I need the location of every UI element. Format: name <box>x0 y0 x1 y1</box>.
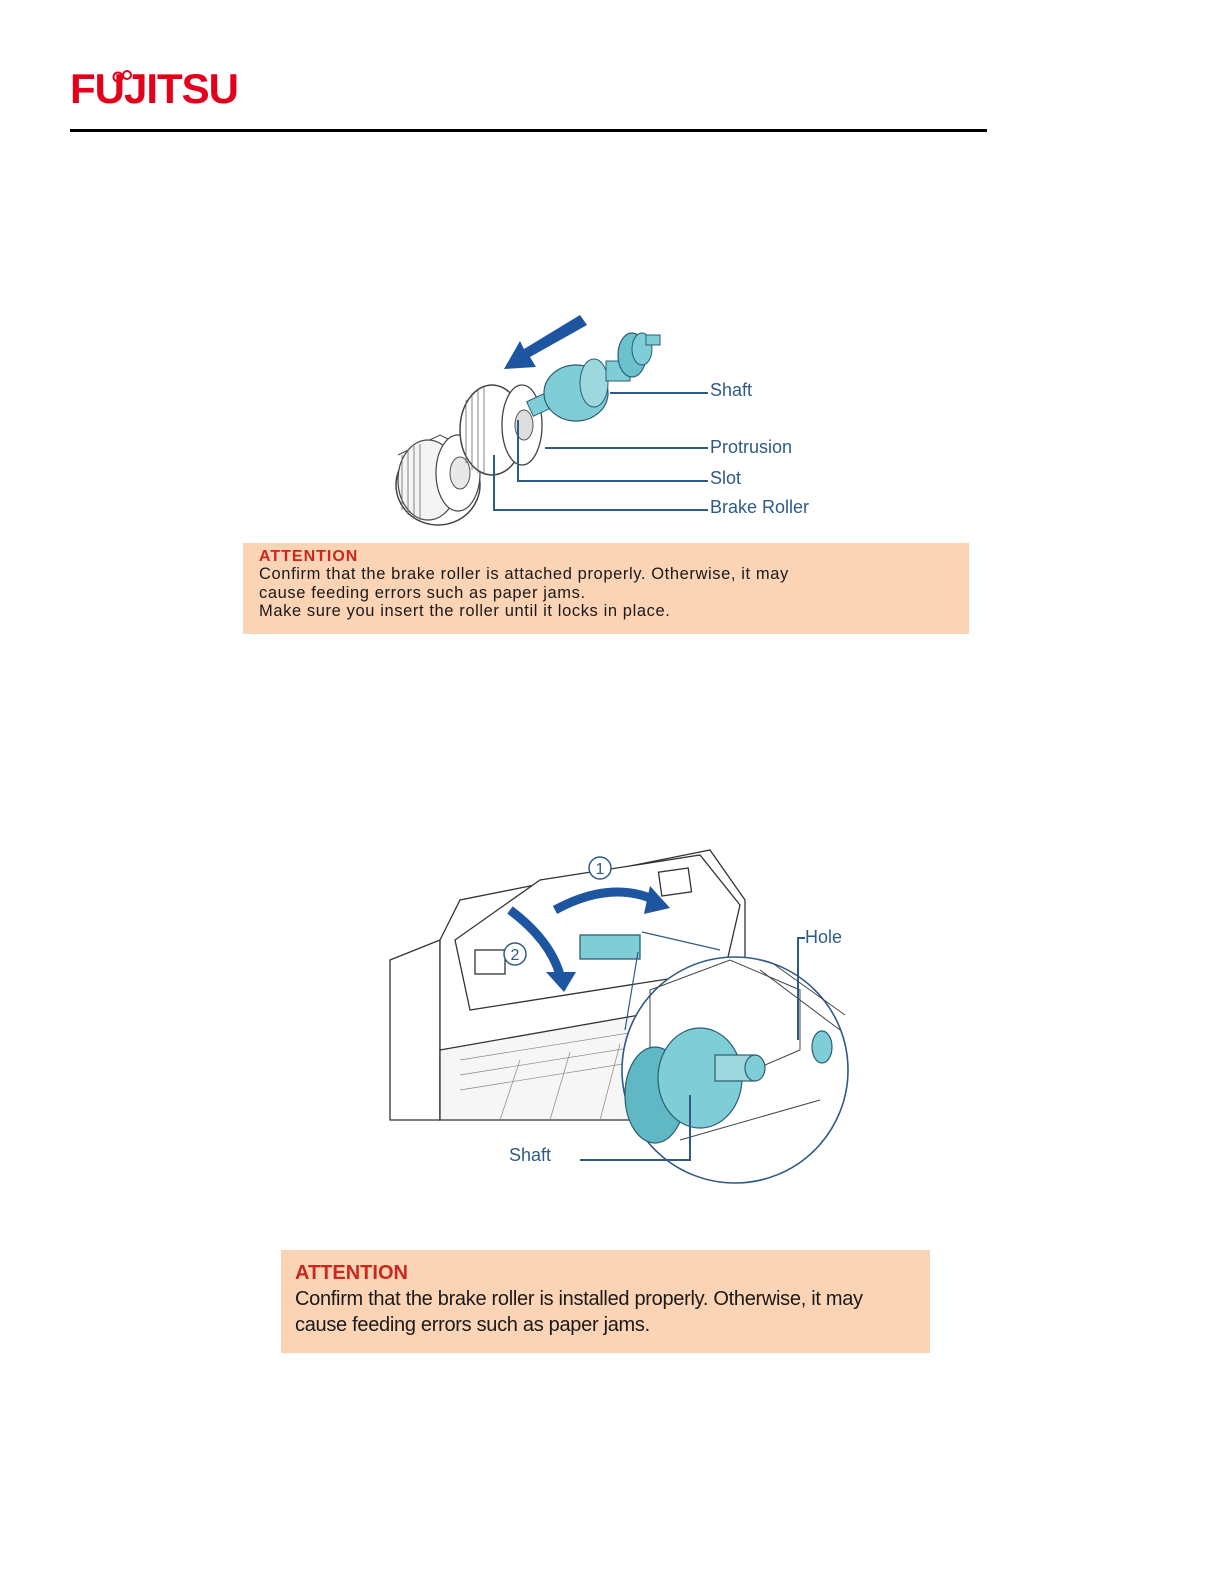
step2-marker <box>503 942 527 966</box>
attention-title: ATTENTION <box>295 1262 408 1284</box>
gear-icon <box>624 1027 766 1144</box>
label-shaft: Shaft <box>710 380 753 400</box>
step1-marker <box>588 856 612 880</box>
arrow-step2-icon <box>507 906 565 977</box>
hole-part-icon <box>811 1030 833 1064</box>
attention-line: cause feeding errors such as paper jams. <box>295 1314 650 1336</box>
installed-roller-icon <box>579 934 641 960</box>
label-slot: Slot <box>710 468 742 488</box>
callout-leaders <box>493 392 708 511</box>
brake-roller-figure <box>395 315 708 526</box>
header-rule <box>70 129 987 132</box>
infinity-logo-icon <box>112 70 132 83</box>
attention-line: cause feeding errors such as paper jams. <box>259 583 586 602</box>
callout-leaders-2 <box>580 937 805 1161</box>
label-shaft-2: Shaft <box>509 1145 552 1165</box>
scanner-install-figure: 1 2 <box>389 849 849 1184</box>
attention-box-1: ATTENTION Confirm that the brake roller … <box>243 543 969 634</box>
zoom-detail-icon <box>621 956 849 1184</box>
step2-number: 2 <box>511 947 520 964</box>
attention-line: Make sure you insert the roller until it… <box>259 602 671 620</box>
label-hole: Hole <box>805 927 843 947</box>
step1-number: 1 <box>596 861 605 878</box>
roller-rear-icon <box>395 434 481 526</box>
label-brake-roller: Brake Roller <box>710 497 810 517</box>
arrow-step1-icon <box>552 887 657 914</box>
roller-front-icon <box>459 384 543 476</box>
fujitsu-logo: FUJITSU <box>70 65 239 112</box>
label-protrusion: Protrusion <box>710 437 793 457</box>
attention-line: Confirm that the brake roller is attache… <box>259 565 789 583</box>
attention-box-2: ATTENTION Confirm that the brake roller … <box>281 1250 930 1353</box>
insert-arrow-icon <box>504 315 587 369</box>
attention-line: Confirm that the brake roller is install… <box>295 1288 863 1310</box>
attention-title: ATTENTION <box>259 548 359 565</box>
shaft-icon <box>525 332 661 422</box>
